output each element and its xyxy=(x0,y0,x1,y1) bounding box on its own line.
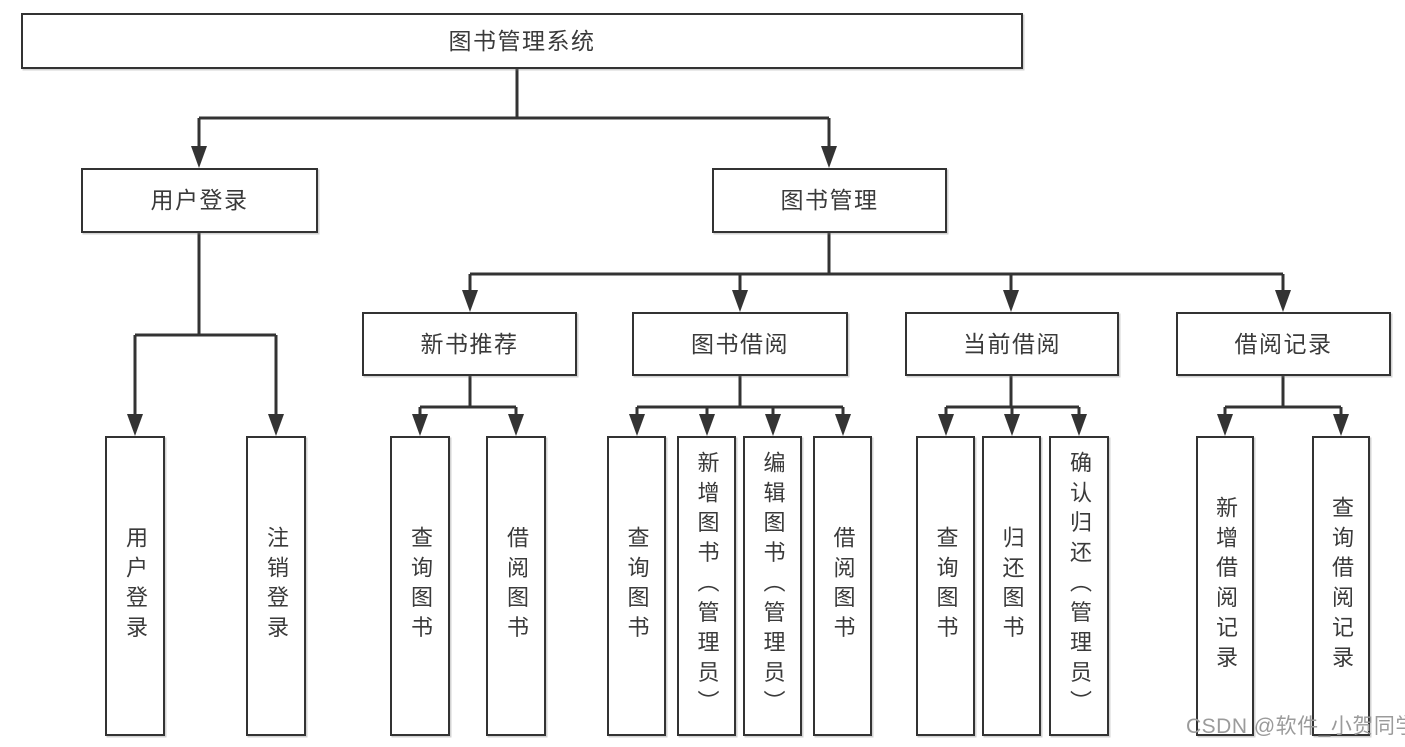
arrowhead-borrowing-records xyxy=(1275,290,1291,312)
leaf-borrow-books-recommend: 借阅图书 xyxy=(486,436,546,736)
arrowhead-user-login xyxy=(191,146,207,168)
arrowhead-current-borrowing xyxy=(1003,290,1019,312)
leaf-query-books-borrowing: 查询图书 xyxy=(607,436,666,736)
leaf-query-borrow-record: 查询借阅记录 xyxy=(1312,436,1370,736)
node-borrowing-records: 借阅记录 xyxy=(1176,312,1391,376)
leaf-borrow-books-borrowing: 借阅图书 xyxy=(813,436,872,736)
leaf-query-books-recommend-label: 查询图书 xyxy=(408,526,433,646)
node-user-login-label: 用户登录 xyxy=(150,187,249,213)
node-root-label: 图书管理系统 xyxy=(448,27,596,54)
leaf-query-books-current: 查询图书 xyxy=(916,436,975,736)
connector-mgmt-to-level3 xyxy=(462,233,1291,312)
leaf-add-book-admin-label: 新增图书（管理员） xyxy=(694,451,720,721)
connector-current-to-leaves xyxy=(938,376,1087,436)
node-root: 图书管理系统 xyxy=(21,13,1023,69)
node-current-borrowing-label: 当前借阅 xyxy=(963,330,1061,357)
watermark: CSDN @软件_小贺同学 xyxy=(1186,715,1405,738)
leaf-logout-label: 注销登录 xyxy=(264,526,289,646)
node-new-book-recommend-label: 新书推荐 xyxy=(420,330,519,357)
leaf-edit-book-admin: 编辑图书（管理员） xyxy=(743,436,802,736)
leaf-return-books-label: 归还图书 xyxy=(999,526,1025,646)
arrowhead-leaf-user-login xyxy=(127,414,143,436)
leaf-add-book-admin: 新增图书（管理员） xyxy=(677,436,736,736)
leaf-query-books-current-label: 查询图书 xyxy=(933,526,959,646)
connector-records-to-leaves xyxy=(1217,376,1349,436)
arrowhead-book-management xyxy=(821,146,837,168)
leaf-user-login-label: 用户登录 xyxy=(123,526,148,646)
leaf-logout: 注销登录 xyxy=(246,436,306,736)
leaf-confirm-return-admin-label: 确认归还（管理员） xyxy=(1067,451,1092,721)
connector-login-to-leaves xyxy=(127,233,284,436)
node-book-management: 图书管理 xyxy=(712,168,947,233)
connector-root-to-level2 xyxy=(191,69,837,168)
node-new-book-recommend: 新书推荐 xyxy=(362,312,577,376)
leaf-borrow-books-recommend-label: 借阅图书 xyxy=(504,526,529,646)
node-borrowing-records-label: 借阅记录 xyxy=(1234,330,1333,357)
connector-borrowing-to-leaves xyxy=(629,376,851,436)
leaf-edit-book-admin-label: 编辑图书（管理员） xyxy=(760,451,786,721)
leaf-query-books-borrowing-label: 查询图书 xyxy=(624,526,650,646)
leaf-user-login: 用户登录 xyxy=(105,436,165,736)
leaf-query-borrow-record-label: 查询借阅记录 xyxy=(1329,496,1354,676)
leaf-confirm-return-admin: 确认归还（管理员） xyxy=(1049,436,1109,736)
connector-newbook-to-leaves xyxy=(412,376,524,436)
leaf-return-books: 归还图书 xyxy=(982,436,1041,736)
node-current-borrowing: 当前借阅 xyxy=(905,312,1119,376)
arrowhead-new-book xyxy=(462,290,478,312)
node-user-login: 用户登录 xyxy=(81,168,318,233)
leaf-borrow-books-borrowing-label: 借阅图书 xyxy=(830,526,856,646)
node-book-borrowing-label: 图书借阅 xyxy=(691,330,789,357)
node-book-management-label: 图书管理 xyxy=(780,187,879,213)
leaf-add-borrow-record-label: 新增借阅记录 xyxy=(1213,496,1238,676)
leaf-query-books-recommend: 查询图书 xyxy=(390,436,450,736)
node-book-borrowing: 图书借阅 xyxy=(632,312,848,376)
leaf-add-borrow-record: 新增借阅记录 xyxy=(1196,436,1254,736)
arrowhead-book-borrowing xyxy=(732,290,748,312)
arrowhead-leaf-logout xyxy=(268,414,284,436)
